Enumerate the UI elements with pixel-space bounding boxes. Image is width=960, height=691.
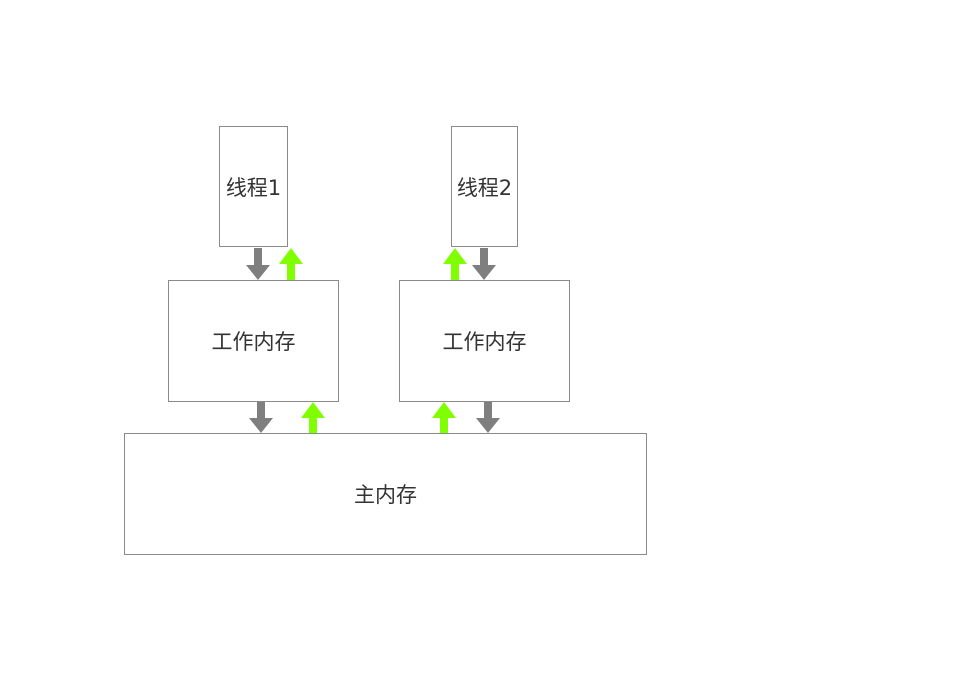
thread-2-label: 线程2	[456, 175, 513, 200]
thread-1-box: 线程1	[219, 126, 288, 247]
arrow-down-icon	[472, 248, 496, 280]
arrow-up-icon	[279, 248, 303, 280]
working-memory-2-box: 工作内存	[399, 280, 570, 402]
arrow-up-icon	[432, 402, 456, 433]
arrow-up-icon	[301, 402, 325, 433]
thread-2-box: 线程2	[451, 126, 518, 247]
working-memory-2-label: 工作内存	[442, 330, 527, 354]
working-memory-1-box: 工作内存	[168, 280, 339, 402]
arrow-down-icon	[476, 402, 500, 433]
main-memory-box: 主内存	[124, 433, 647, 555]
main-memory-label: 主内存	[354, 483, 417, 507]
thread-1-label: 线程1	[225, 175, 282, 200]
arrow-up-icon	[443, 248, 467, 280]
working-memory-1-label: 工作内存	[211, 330, 296, 354]
arrow-down-icon	[249, 402, 273, 433]
arrow-down-icon	[246, 248, 270, 280]
